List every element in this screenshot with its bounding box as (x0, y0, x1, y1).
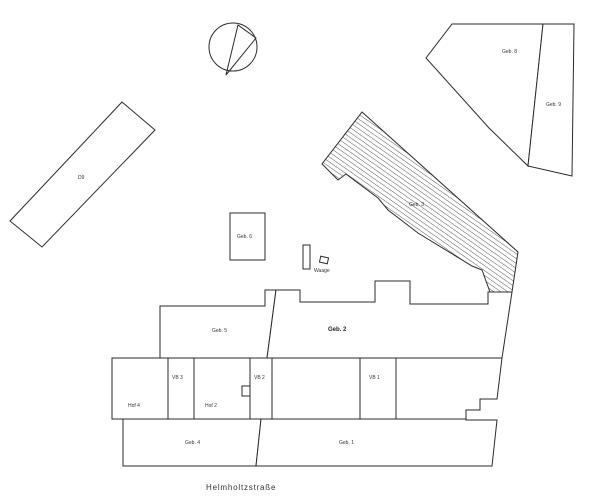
label-geb2: Geb. 2 (328, 327, 347, 333)
label-waage: Waage (314, 268, 330, 274)
waage-structure[interactable] (302, 244, 311, 270)
label-geb9: Geb. 9 (546, 102, 561, 108)
waage-small (318, 255, 330, 265)
courtyard-hof4[interactable] (111, 357, 169, 420)
label-d9: D9 (78, 175, 85, 181)
building-geb9[interactable] (527, 23, 575, 177)
building-middle[interactable] (271, 357, 361, 420)
label-geb6: Geb. 6 (237, 234, 252, 240)
label-vb1: VB 1 (369, 375, 380, 381)
label-geb3: Geb. 3 (409, 202, 424, 208)
building-vb1[interactable] (359, 357, 397, 420)
label-hof2: Hof 2 (205, 403, 217, 409)
label-geb5: Geb. 5 (212, 328, 227, 334)
building-vb2-notch (241, 385, 251, 397)
building-geb6[interactable] (229, 212, 266, 261)
building-east[interactable] (395, 357, 503, 420)
north-arrow-icon (208, 22, 258, 76)
label-vb2: VB 2 (254, 375, 265, 381)
building-vb2[interactable] (249, 357, 273, 420)
label-geb1: Geb. 1 (339, 440, 354, 446)
label-geb8: Geb. 8 (502, 49, 517, 55)
building-geb8[interactable] (425, 23, 544, 168)
building-geb5[interactable] (159, 289, 277, 359)
label-hof4: Hof 4 (128, 403, 140, 409)
street-label: Helmholtzstraße (206, 483, 276, 492)
label-geb4: Geb. 4 (185, 440, 200, 446)
building-geb2[interactable] (266, 280, 513, 359)
label-vb3: VB 3 (172, 375, 183, 381)
building-d9[interactable] (9, 101, 156, 248)
building-vb3[interactable] (167, 357, 195, 420)
building-geb1[interactable] (255, 418, 498, 467)
